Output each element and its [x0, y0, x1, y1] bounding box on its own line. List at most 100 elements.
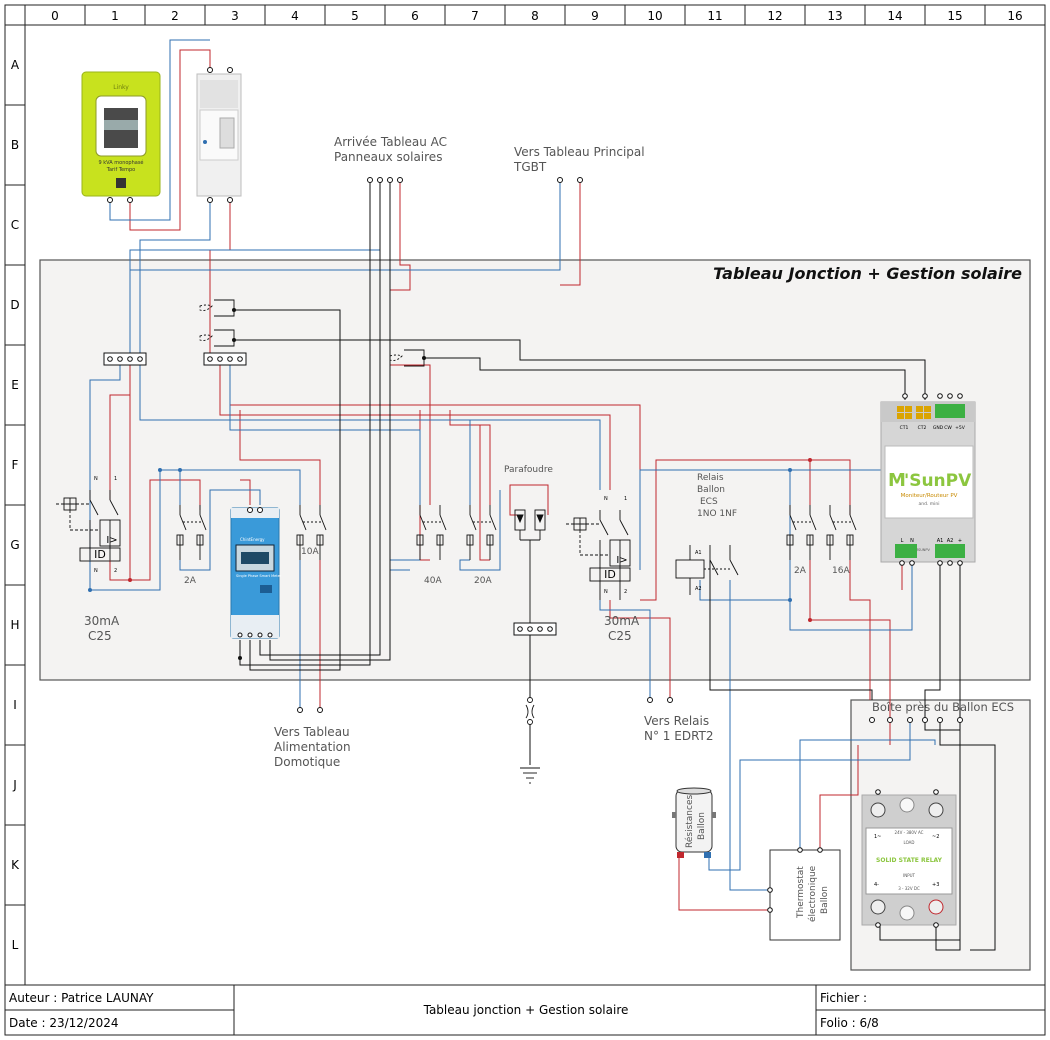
- svg-text:~2: ~2: [932, 834, 939, 840]
- footer-author: Auteur : Patrice LAUNAY: [9, 991, 154, 1005]
- relay-label-2: Ballon: [697, 485, 725, 495]
- breaker-16a-label: 16A: [832, 566, 850, 576]
- grid-column-label: 12: [767, 9, 782, 23]
- svg-text:L: L: [901, 538, 904, 544]
- diff2-trip-text: I>: [616, 555, 627, 566]
- breaker-2a-1: [176, 505, 207, 560]
- svg-text:Moniteur/Routeur PV: Moniteur/Routeur PV: [901, 493, 958, 499]
- svg-text:+5V: +5V: [955, 425, 966, 431]
- breaker-20a-label: 20A: [474, 576, 492, 586]
- breaker-40a-label: 40A: [424, 576, 442, 586]
- svg-text:Linky: Linky: [113, 84, 129, 91]
- breaker-2a-2: [786, 505, 817, 560]
- tgbt-terminals: [557, 177, 583, 183]
- main-enclosure-title: Tableau Jonction + Gestion solaire: [713, 264, 1022, 283]
- svg-text:4-: 4-: [874, 882, 879, 888]
- surge-protector: [514, 509, 546, 623]
- svg-text:SOLID STATE RELAY: SOLID STATE RELAY: [876, 857, 943, 864]
- domotique-terminals: [297, 707, 323, 713]
- svg-text:GND: GND: [933, 425, 944, 431]
- diff2-pole-n-bot: N: [604, 589, 608, 595]
- heating-elements: Résistances Ballon: [672, 787, 716, 858]
- grid-column-label: 9: [591, 9, 599, 23]
- grid-column-label: 2: [171, 9, 179, 23]
- grid-column-label: 11: [707, 9, 722, 23]
- grid-column-label: 16: [1007, 9, 1022, 23]
- grid-column-label: 10: [647, 9, 662, 23]
- diff1-pole-n-bot: N: [94, 568, 98, 574]
- svg-text:ChintEnergy: ChintEnergy: [240, 537, 265, 542]
- grid-row-label: L: [12, 938, 19, 952]
- breaker-10a-label: 10A: [301, 547, 319, 557]
- energy-meter: ChintEnergy Single Phase Smart Meter: [230, 507, 282, 639]
- diff1-rating-1: 30mA: [84, 614, 120, 628]
- grid-column-label: 3: [231, 9, 239, 23]
- label-arrivee-1: Arrivée Tableau AC: [334, 135, 447, 149]
- ecs-relay: [675, 545, 739, 595]
- label-vers-relais-2: N° 1 EDRT2: [644, 729, 714, 743]
- breaker-40a: [416, 505, 447, 560]
- svg-text:A1: A1: [937, 538, 944, 544]
- svg-text:CT2: CT2: [918, 425, 927, 431]
- linky-meter: Linky 9 kVA monophasé Tarif Tempo: [81, 71, 161, 203]
- svg-text:9 kVA monophasé: 9 kVA monophasé: [98, 159, 143, 166]
- boiler-box-terminals: [869, 717, 963, 723]
- svg-text:+: +: [958, 538, 962, 544]
- diff1-trip-text: I>: [106, 535, 117, 546]
- svg-text:Thermostat: Thermostat: [796, 866, 806, 919]
- svg-text:INPUT: INPUT: [903, 873, 916, 878]
- grid-row-label: J: [12, 778, 17, 792]
- ct-clamps: [199, 299, 425, 367]
- wire-junctions: [88, 468, 792, 602]
- footer-file: Fichier :: [820, 991, 867, 1005]
- grid-row-label: I: [13, 698, 17, 712]
- grid-column-label: 0: [51, 9, 59, 23]
- breaker-2a-1-label: 2A: [184, 576, 197, 586]
- label-vers-relais-1: Vers Relais: [644, 714, 709, 728]
- relais-terminals: [647, 697, 673, 703]
- svg-text:A2: A2: [947, 538, 954, 544]
- svg-text:+3: +3: [932, 882, 939, 888]
- boiler-box-title: Boîte près du Ballon ECS: [872, 700, 1014, 714]
- solar-input-terminals: [367, 177, 403, 183]
- diff2-id-text: ID: [604, 568, 616, 581]
- diff2-pole-2-bot: 2: [624, 589, 627, 595]
- grid-column-label: 6: [411, 9, 419, 23]
- grid-column-label: 7: [471, 9, 479, 23]
- grid-row-label: H: [10, 618, 19, 632]
- grid-row-label: K: [11, 858, 20, 872]
- thermostat: Thermostat électronique Ballon: [767, 847, 841, 941]
- diff1-pole-n-top: N: [94, 476, 98, 482]
- diff1-pole-2-bot: 2: [114, 568, 117, 574]
- breaker-10a: [296, 505, 327, 560]
- label-arrivee-2: Panneaux solaires: [334, 150, 442, 164]
- svg-text:1~: 1~: [874, 834, 881, 840]
- breaker-16a: [826, 505, 857, 560]
- grid-row-label: D: [10, 298, 19, 312]
- svg-text:M: M: [888, 470, 906, 491]
- grid-row-label: B: [11, 138, 19, 152]
- svg-text:24V - 380V AC: 24V - 380V AC: [895, 830, 924, 835]
- breaker-20a: [466, 505, 497, 560]
- surge-protector-label: Parafoudre: [504, 465, 553, 475]
- svg-text:'SunPV: 'SunPV: [904, 471, 972, 491]
- footer-title: Tableau jonction + Gestion solaire: [423, 1003, 629, 1017]
- control-wires: [234, 180, 996, 951]
- relay-label-4: 1NO 1NF: [697, 509, 737, 519]
- svg-text:CT1: CT1: [900, 425, 909, 431]
- relay-a1: A1: [695, 550, 702, 556]
- svg-text:Ballon: Ballon: [820, 886, 830, 914]
- relay-a2: A2: [695, 586, 702, 592]
- grid-row-label: C: [11, 218, 19, 232]
- label-vers-principal-1: Vers Tableau Principal: [514, 145, 645, 159]
- grid-row-label: A: [11, 58, 20, 72]
- grid-row-label: G: [10, 538, 19, 552]
- svg-text:Single Phase Smart Meter: Single Phase Smart Meter: [236, 574, 282, 578]
- svg-text:Ballon: Ballon: [697, 812, 707, 840]
- relay-label-1: Relais: [697, 473, 724, 483]
- label-domotique-3: Domotique: [274, 755, 340, 769]
- differential-breaker-1: [56, 490, 121, 562]
- breaker-2a-2-label: 2A: [794, 566, 807, 576]
- title-block: [5, 984, 1045, 1035]
